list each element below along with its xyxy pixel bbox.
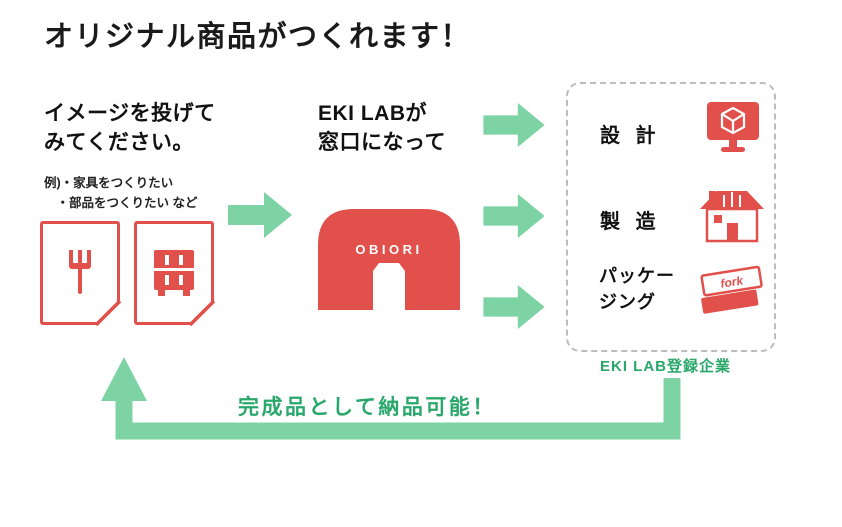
- folded-corner-icon: [188, 299, 215, 326]
- intro-heading: イメージを投げて みてください。: [44, 99, 216, 157]
- ekilab-heading-line1: EKI LABが: [318, 102, 427, 125]
- packaging-label: パッケー ジング: [599, 263, 675, 315]
- arrow-right-icon: [228, 192, 292, 238]
- ekilab-heading: EKI LABが 窓口になって: [318, 99, 446, 157]
- intro-examples: 例)・家具をつくりたい ・部品をつくりたい など: [44, 173, 197, 213]
- page-title: オリジナル商品がつくれます！: [44, 21, 472, 53]
- packaging-label-line1: パッケー: [599, 266, 675, 286]
- fork-icon: [69, 250, 91, 294]
- intro-example-line1: 例)・家具をつくりたい: [44, 176, 174, 190]
- idea-card-furniture: [134, 221, 215, 326]
- package-text: fork: [719, 273, 745, 291]
- monitor-cad-icon: [707, 102, 759, 152]
- arrow-right-icon: [483, 194, 545, 238]
- idea-card-fork: [40, 221, 121, 326]
- packaging-label-line2: ジング: [599, 292, 656, 312]
- design-label: 設 計: [600, 125, 661, 147]
- arrow-right-icon: [483, 103, 545, 147]
- ekilab-heading-line2: 窓口になって: [318, 131, 446, 154]
- intro-heading-line1: イメージを投げて: [44, 102, 216, 125]
- building-label: OBIORI: [355, 242, 423, 257]
- intro-example-line2: ・部品をつくりたい など: [44, 196, 198, 210]
- manufacturing-label: 製 造: [600, 211, 661, 233]
- factory-icon: [700, 191, 764, 243]
- arrow-right-icon: [483, 285, 545, 329]
- panel-footer-label: EKI LAB登録企業: [600, 358, 732, 375]
- intro-heading-line2: みてください。: [44, 131, 194, 154]
- obiori-building: OBIORI: [318, 209, 460, 310]
- cabinet-icon: [154, 250, 194, 296]
- delivery-label: 完成品として納品可能！: [238, 396, 496, 419]
- folded-corner-icon: [94, 299, 121, 326]
- package-icon: fork: [700, 265, 763, 314]
- building-icon: [318, 209, 460, 310]
